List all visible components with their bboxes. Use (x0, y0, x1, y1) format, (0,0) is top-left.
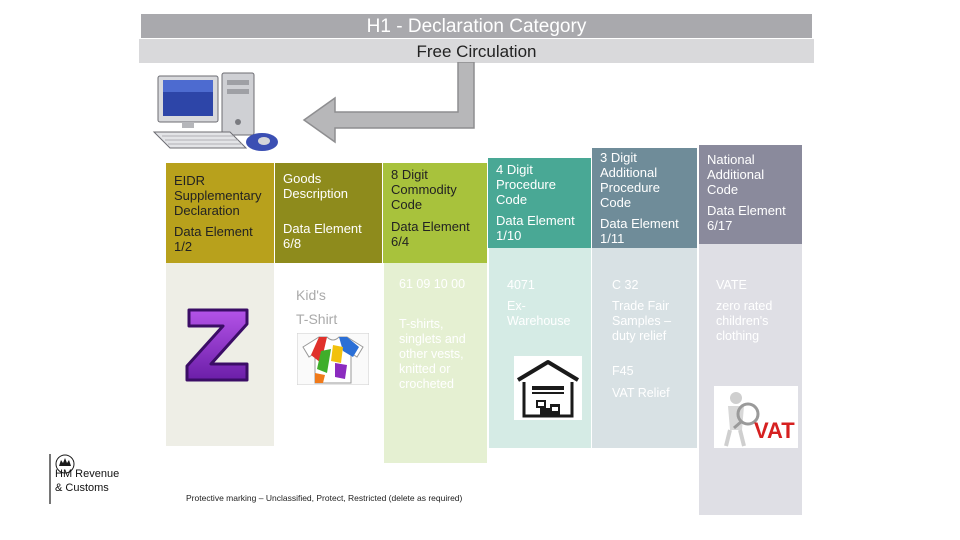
national-element-label: Data Element (707, 203, 786, 218)
national-element-number: 6/17 (707, 218, 733, 233)
eidr-element-number: 1/2 (174, 239, 193, 254)
goods-value: Kid's (296, 287, 326, 303)
procedure-header: 4 Digit Procedure Code Data Element 1/10 (488, 158, 591, 248)
additional-code-value: C 32 (612, 278, 639, 292)
page-subtitle: Free Circulation (139, 39, 814, 63)
procedure-title-line: Code (496, 192, 528, 207)
eidr-title-line: Declaration (174, 203, 240, 218)
additional-body (592, 248, 697, 448)
commodity-header: 8 Digit Commodity Code Data Element 6/4 (383, 163, 487, 263)
commodity-desc-line: T-shirts, (399, 317, 444, 331)
national-title-line: Additional (707, 167, 765, 182)
tshirt-icon (297, 333, 369, 385)
national-values: VATE zero rated children's clothing (716, 278, 800, 344)
goods-value: T-Shirt (296, 311, 338, 327)
goods-title-line: Description (283, 186, 349, 201)
hmrc-line-1: HM Revenue (55, 468, 120, 480)
commodity-desc-line: other vests, (399, 347, 464, 361)
hmrc-wordmark: HM Revenue & Customs (55, 467, 119, 495)
vat-image-text: VAT (754, 418, 795, 443)
eidr-title-line: EIDR (174, 173, 206, 188)
national-code-value: VATE (716, 278, 747, 292)
national-body (699, 244, 802, 515)
commodity-desc-line: crocheted (399, 377, 454, 391)
computer-icon (152, 72, 278, 151)
eidr-header: EIDR Supplementary Declaration Data Elem… (166, 163, 274, 263)
additional-header: 3 Digit Additional Procedure Code Data E… (592, 148, 697, 248)
goods-element-number: 6/8 (283, 236, 302, 251)
procedure-element-number: 1/10 (496, 228, 522, 243)
goods-element-label: Data Element (283, 221, 362, 236)
goods-values: Kid's T-Shirt (296, 283, 337, 331)
commodity-title-line: Commodity (391, 182, 457, 197)
procedure-title-line: 4 Digit (496, 162, 533, 177)
additional-desc-line: duty relief (612, 329, 667, 343)
commodity-code-value: 61 09 10 00 (399, 277, 466, 291)
commodity-title-line: 8 Digit (391, 167, 428, 182)
procedure-values: 4071 Ex- Warehouse (507, 278, 589, 329)
additional-title-line: 3 Digit (600, 150, 637, 165)
national-desc-line: children's (716, 314, 769, 328)
commodity-title-line: Code (391, 197, 423, 212)
additional-desc-line: VAT Relief (612, 386, 670, 400)
additional-desc-line: Trade Fair (612, 299, 670, 313)
additional-code-value: F45 (612, 364, 634, 378)
commodity-values: 61 09 10 00 T-shirts, singlets and other… (399, 277, 485, 392)
procedure-desc-line: Warehouse (507, 314, 571, 328)
goods-header: Goods Description Data Element 6/8 (275, 163, 382, 263)
commodity-element-label: Data Element (391, 219, 470, 234)
additional-title-line: Additional (600, 165, 658, 180)
goods-title-line: Goods (283, 171, 322, 186)
additional-title-line: Procedure (600, 180, 660, 195)
procedure-code-value: 4071 (507, 278, 535, 292)
additional-element-number: 1/11 (600, 231, 625, 246)
hmrc-logo (49, 454, 75, 504)
procedure-title-line: Procedure (496, 177, 556, 192)
page-title: H1 - Declaration Category (141, 14, 812, 38)
arrow-icon (302, 62, 475, 144)
procedure-element-label: Data Element (496, 213, 575, 228)
national-header: National Additional Code Data Element 6/… (699, 145, 802, 244)
warehouse-icon (514, 356, 582, 420)
national-desc-line: clothing (716, 329, 760, 343)
commodity-desc-line: singlets and (399, 332, 466, 346)
additional-title-line: Code (600, 195, 632, 210)
national-desc-line: zero rated (716, 299, 773, 313)
z-logo-icon (185, 308, 249, 382)
vat-magnifier-icon: VAT (714, 386, 798, 448)
procedure-desc-line: Ex- (507, 299, 526, 313)
commodity-element-number: 6/4 (391, 234, 410, 249)
commodity-desc-line: knitted or (399, 362, 451, 376)
national-title-line: National (707, 152, 755, 167)
national-title-line: Code (707, 182, 739, 197)
additional-values: C 32 Trade Fair Samples – duty relief F4… (612, 278, 696, 401)
hmrc-line-2: & Customs (55, 482, 109, 494)
crown-icon (55, 454, 75, 474)
eidr-element-label: Data Element (174, 224, 253, 239)
additional-element-label: Data Element (600, 216, 679, 231)
eidr-title-line: Supplementary (174, 188, 262, 203)
commodity-body (384, 263, 487, 463)
footer-note: Protective marking – Unclassified, Prote… (186, 493, 463, 503)
additional-desc-line: Samples – (612, 314, 672, 328)
